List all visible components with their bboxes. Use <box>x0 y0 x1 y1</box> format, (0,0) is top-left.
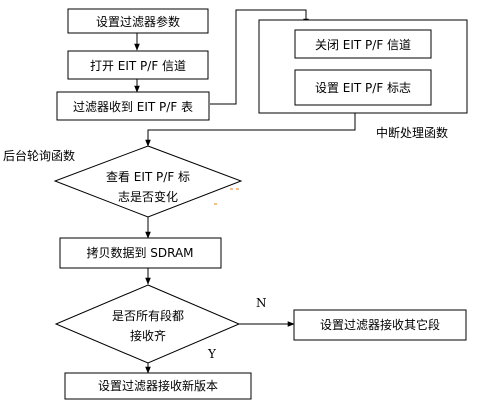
text-open-channel: 打开 EIT P/F 信道 <box>90 59 186 73</box>
text-set-params: 设置过滤器参数 <box>96 14 180 29</box>
connector-receive-to-close <box>210 9 309 105</box>
text-all-segments-line1: 是否所有段都 <box>112 308 184 323</box>
text-set-flag: 设置 EIT P/F 标志 <box>315 81 411 95</box>
process-boxes <box>56 8 467 400</box>
connectors <box>134 9 358 374</box>
box-set-flag <box>294 69 432 106</box>
text-check-flag-line1: 查看 EIT P/F 标 <box>106 170 190 184</box>
box-receive-other <box>293 309 467 341</box>
box-filter-receive <box>56 91 210 121</box>
text-close-channel: 关闭 EIT P/F 信道 <box>315 38 411 52</box>
box-close-channel <box>294 29 432 59</box>
text-filter-receive: 过滤器收到 EIT P/F 表 <box>73 100 193 114</box>
box-copy-data <box>59 237 222 269</box>
label-background-poll: 后台轮询函数 <box>3 148 75 163</box>
decision-diamonds <box>53 145 243 364</box>
box-set-params <box>67 8 209 34</box>
text-copy-data: 拷贝数据到 SDRAM <box>86 245 193 260</box>
text-check-flag-line2: 志是否变化 <box>118 189 178 204</box>
box-receive-new-version <box>64 372 252 400</box>
text-receive-other: 设置过滤器接收其它段 <box>320 317 440 332</box>
label-yes: Y <box>207 347 217 361</box>
text-all-segments-line2: 接收齐 <box>130 328 166 343</box>
diamond-check-flag <box>53 145 243 218</box>
node-texts: 设置过滤器参数 打开 EIT P/F 信道 过滤器收到 EIT P/F 表 关闭… <box>73 14 440 393</box>
text-receive-new-version: 设置过滤器接收新版本 <box>98 378 218 393</box>
diamond-all-segments <box>54 284 241 364</box>
label-no: N <box>256 296 267 310</box>
box-open-channel <box>67 50 209 80</box>
label-interrupt-handler: 中断处理函数 <box>376 125 448 140</box>
connector-interrupt-to-check <box>145 112 356 147</box>
decorative-dashes <box>214 188 239 205</box>
